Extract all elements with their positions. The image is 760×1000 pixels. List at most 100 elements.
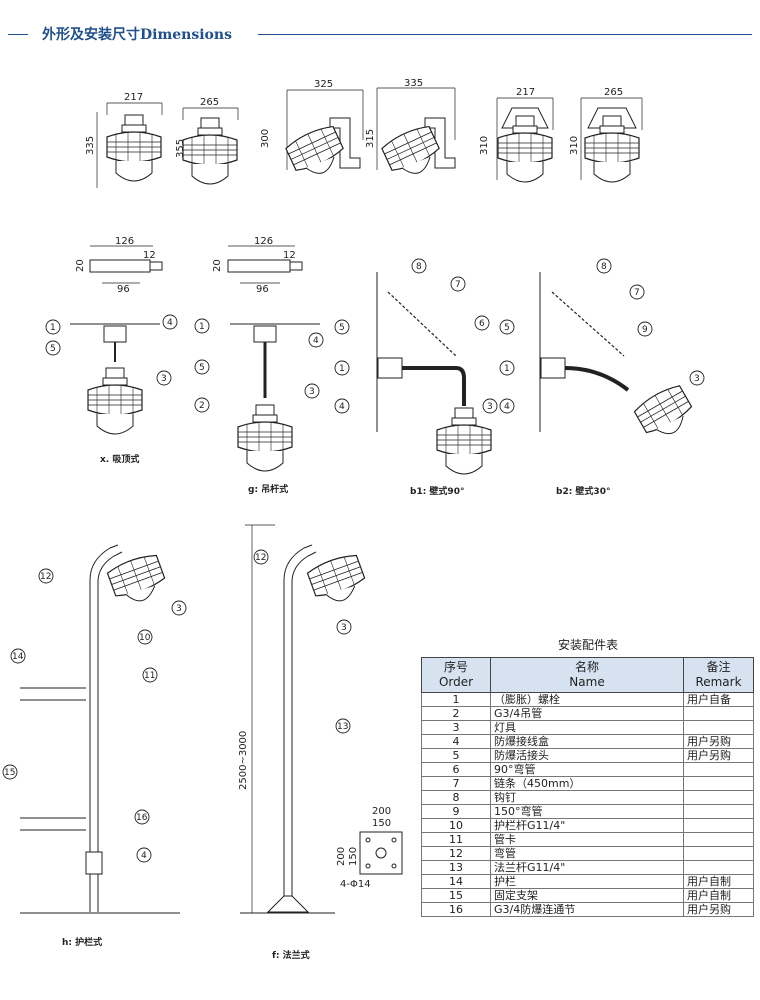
dim-flange-h-inner: 150 bbox=[348, 847, 359, 866]
row-order: 16 bbox=[421, 902, 491, 917]
callout-2-g: 2 bbox=[199, 401, 205, 411]
row-order: 9 bbox=[421, 804, 491, 819]
row-order: 8 bbox=[421, 790, 491, 805]
row-order: 12 bbox=[421, 846, 491, 861]
row-order: 15 bbox=[421, 888, 491, 903]
callout-3-b2: 3 bbox=[694, 374, 700, 384]
dim-l1-height: 335 bbox=[85, 136, 96, 155]
row-name: 护栏 bbox=[490, 874, 684, 889]
callout-4-g: 4 bbox=[313, 336, 319, 346]
caption-g: g: 吊杆式 bbox=[248, 483, 288, 495]
lamp-outline-4: 335 315 bbox=[365, 78, 456, 184]
callout-3-g: 3 bbox=[309, 387, 315, 397]
callout-10-h: 10 bbox=[139, 633, 151, 643]
dim-l2-width: 265 bbox=[200, 97, 219, 108]
row-remark bbox=[683, 804, 754, 819]
row-name: 弯管 bbox=[490, 846, 684, 861]
callouts-row2: 1 4 5 3 1 4 5 2 3 8 7 6 5 1 4 3 8 7 9 5 … bbox=[45, 258, 705, 414]
callout-15-h: 15 bbox=[4, 768, 15, 778]
callout-5-g: 5 bbox=[199, 363, 205, 373]
row-remark bbox=[683, 790, 754, 805]
dim-l5-height: 310 bbox=[479, 136, 490, 155]
dim-flange-holes: 4-Φ14 bbox=[340, 879, 371, 890]
dim-l6-height: 310 bbox=[569, 136, 580, 155]
caption-f: f: 法兰式 bbox=[272, 949, 310, 961]
row-name: 钩钉 bbox=[490, 790, 684, 805]
caption-h: h: 护栏式 bbox=[62, 936, 102, 948]
row-remark: 用户自备 bbox=[683, 692, 754, 707]
dim-flange-inner: 150 bbox=[372, 818, 391, 829]
row-order: 14 bbox=[421, 874, 491, 889]
row-remark: 用户自制 bbox=[683, 888, 754, 903]
row-name: 法兰杆G11/4" bbox=[490, 860, 684, 875]
page-title: 外形及安装尺寸Dimensions bbox=[42, 27, 232, 43]
row-name: 链条（450mm） bbox=[490, 776, 684, 791]
parts-table-title: 安装配件表 bbox=[558, 638, 619, 652]
callout-7-b1: 7 bbox=[455, 280, 461, 290]
row-name: （膨胀）螺栓 bbox=[490, 692, 684, 707]
callout-6-b1: 6 bbox=[479, 319, 485, 329]
mount-f-flange: 2500~3000 f: 法兰式 bbox=[238, 524, 370, 961]
row-name: 固定支架 bbox=[490, 888, 684, 903]
lamp-outline-1: 217 335 bbox=[85, 92, 163, 188]
dim-l4-height: 315 bbox=[365, 129, 376, 148]
row-order: 6 bbox=[421, 762, 491, 777]
callout-4-b1: 4 bbox=[339, 402, 345, 412]
callout-11-h: 11 bbox=[144, 671, 155, 681]
mount-h-guardrail: h: 护栏式 bbox=[20, 544, 180, 948]
dim-l6-width: 265 bbox=[604, 87, 623, 98]
dim-bracket-w-2: 12 bbox=[283, 250, 296, 261]
callout-4-b2: 4 bbox=[504, 402, 510, 412]
mount-x-ceiling: x. 吸顶式 bbox=[70, 323, 160, 465]
caption-x: x. 吸顶式 bbox=[100, 453, 139, 465]
bracket-detail-2: 126 96 20 12 bbox=[212, 236, 303, 295]
callouts-row3: 12 3 10 14 11 15 16 4 12 3 13 bbox=[2, 549, 352, 863]
header-name-en: Name bbox=[569, 675, 605, 689]
row-name: G3/4防爆连通节 bbox=[490, 902, 684, 917]
row-name: 防爆活接头 bbox=[490, 748, 684, 763]
row-order: 11 bbox=[421, 832, 491, 847]
dim-l3-height: 300 bbox=[260, 129, 271, 148]
callout-1-b2: 1 bbox=[504, 364, 510, 374]
callout-7-b2: 7 bbox=[634, 288, 640, 298]
dim-bracket-h-1: 20 bbox=[75, 259, 86, 272]
row-name: 灯具 bbox=[490, 720, 684, 735]
callout-9-b2: 9 bbox=[642, 325, 648, 335]
header-remark-en: Remark bbox=[695, 675, 742, 689]
lamp-outline-3: 325 300 bbox=[260, 79, 364, 184]
header-name: 名称 Name bbox=[490, 657, 684, 693]
header-order: 序号 Order bbox=[421, 657, 491, 693]
callout-1-x: 1 bbox=[50, 323, 56, 333]
row-order: 2 bbox=[421, 706, 491, 721]
row-order: 1 bbox=[421, 692, 491, 707]
row-order: 3 bbox=[421, 720, 491, 735]
dim-l1-width: 217 bbox=[124, 92, 143, 103]
callout-5-b2: 5 bbox=[504, 323, 510, 333]
callout-5-x: 5 bbox=[50, 344, 56, 354]
callout-5-b1: 5 bbox=[339, 323, 345, 333]
header-name-cn: 名称 bbox=[574, 660, 599, 674]
dim-bracket-h-2: 20 bbox=[212, 259, 223, 272]
header-order-en: Order bbox=[438, 675, 474, 689]
row-remark bbox=[683, 846, 754, 861]
caption-b2: b2: 壁式30° bbox=[556, 485, 610, 497]
row-remark: 用户自制 bbox=[683, 874, 754, 889]
row-remark: 用户另购 bbox=[683, 748, 754, 763]
lamp-outline-6: 265 310 bbox=[569, 87, 643, 183]
row-name: 150°弯管 bbox=[490, 804, 684, 819]
dim-pole-height: 2500~3000 bbox=[238, 731, 249, 790]
row-order: 4 bbox=[421, 734, 491, 749]
